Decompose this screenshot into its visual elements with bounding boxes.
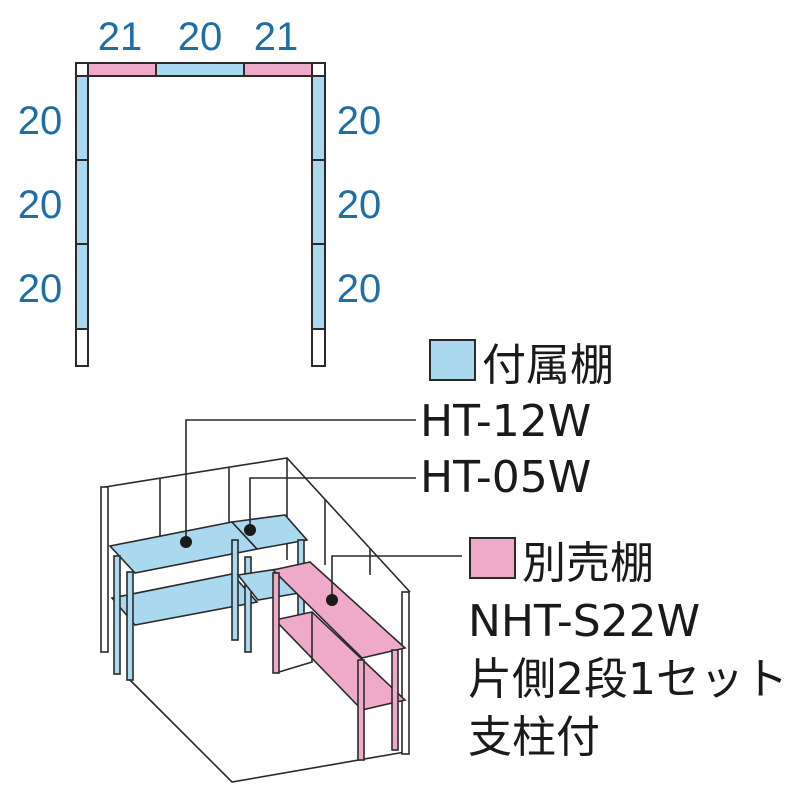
left-dim-1: 20 — [18, 99, 63, 143]
shelf-nht-s22w-leg — [391, 649, 399, 751]
leader-dot-ht-05w — [244, 524, 256, 536]
plan-right-segment-3 — [311, 243, 326, 330]
plan-left-segment-3 — [75, 243, 89, 330]
shelf-ht-12w-leg — [231, 539, 239, 641]
wall-post-right — [401, 591, 410, 755]
shelf-ht-12w-leg — [113, 555, 121, 675]
shelf-nht-s22w-frame — [278, 612, 313, 673]
model-ht-12w: HT-12W — [420, 396, 591, 447]
shelf-ht-12w-leg — [244, 556, 252, 653]
top-dim-right: 21 — [254, 15, 299, 59]
shelf-nht-s22w-top — [271, 561, 407, 659]
plan-left-segment-2 — [75, 159, 89, 245]
plan-top-corner-left — [75, 62, 89, 77]
plan-top-segment-middle — [155, 62, 245, 77]
leader-ht-05w — [249, 477, 416, 530]
right-dim-2: 20 — [337, 183, 382, 227]
wall-post-left — [100, 486, 109, 653]
plan-right-segment-2 — [311, 159, 326, 245]
plan-top-segment-right — [243, 62, 313, 77]
plan-top-corner-right — [311, 62, 326, 77]
note-one-side-two-tier: 片側2段1セット — [468, 654, 788, 705]
plan-dimensions: 21 20 21 20 20 20 20 20 20 — [18, 15, 382, 311]
room-floor-outline — [129, 679, 406, 783]
right-dim-3: 20 — [337, 267, 382, 311]
plan-right-segment-1 — [311, 75, 326, 161]
leader-lines — [180, 419, 462, 606]
plan-left-segment-1 — [75, 75, 89, 161]
legend-label-included: 付属棚 — [482, 340, 614, 391]
shelf-nht-s22w-bottom — [273, 611, 407, 711]
model-nht-s22w: NHT-S22W — [468, 596, 700, 647]
leader-dot-ht-12w — [180, 536, 192, 548]
left-dim-3: 20 — [18, 267, 63, 311]
shelf-ht-12w — [108, 521, 259, 681]
shelf-nht-s22w-leg — [357, 659, 365, 761]
model-ht-05w: HT-05W — [420, 452, 591, 503]
legend-label-optional: 別売棚 — [522, 538, 654, 589]
plan-right-end — [311, 328, 326, 367]
right-dim-1: 20 — [337, 99, 382, 143]
legend-swatch-included — [429, 339, 476, 381]
shelf-nht-s22w-leg — [272, 572, 280, 674]
leader-ht-12w — [185, 419, 416, 542]
leader-dot-nht-s22w — [326, 594, 338, 606]
top-dim-middle: 20 — [178, 15, 223, 59]
isometric-view — [100, 419, 462, 783]
top-dim-left: 21 — [98, 15, 143, 59]
leader-nht-s22w — [331, 555, 462, 600]
plan-left-end — [75, 328, 89, 367]
plan-top-segment-left — [87, 62, 157, 77]
legend: 付属棚 — [429, 339, 614, 391]
left-dim-2: 20 — [18, 183, 63, 227]
legend-swatch-optional — [469, 537, 516, 579]
shelf-ht-12w-leg — [126, 571, 134, 681]
plan-view — [75, 62, 326, 367]
shelf-nht-s22w — [271, 561, 407, 761]
note-with-posts: 支柱付 — [468, 712, 600, 763]
callouts: HT-12W HT-05W 別売棚 NHT-S22W 片側2段1セット 支柱付 — [420, 396, 788, 763]
